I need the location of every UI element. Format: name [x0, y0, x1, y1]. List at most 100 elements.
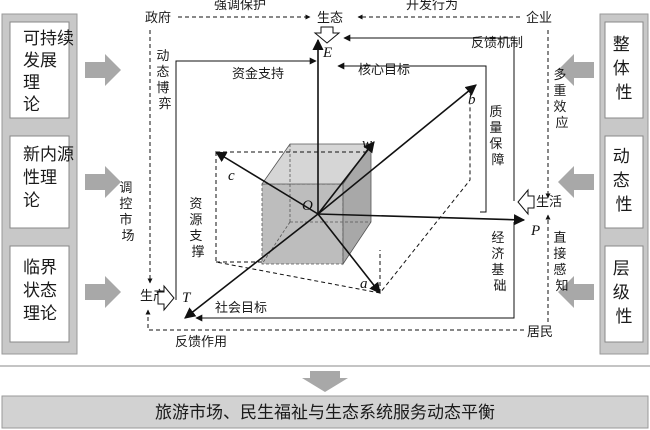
- svg-text:动 态 性: 动 态 性: [613, 147, 635, 215]
- ecology-hollow-arrow: [313, 26, 341, 44]
- me-c3: 效: [553, 100, 566, 115]
- arrow-feedback-mechanism: [343, 34, 515, 201]
- label-feedback-mechanism: 反馈机制: [471, 36, 523, 51]
- axis-label-b: b: [468, 92, 476, 108]
- property-box-integrity: 整 体 性: [604, 21, 644, 119]
- me-c1: 多: [553, 67, 566, 83]
- dg-c2: 态: [156, 65, 169, 80]
- qa-c3: 保: [489, 137, 502, 152]
- right-arrow-1: [558, 54, 594, 86]
- axis-label-O: O: [302, 198, 313, 214]
- arrow-capital-support: [175, 57, 317, 300]
- right-property-panel: 整 体 性 动 态 性 层 级 性: [599, 13, 649, 355]
- qa-c1: 质: [489, 105, 502, 120]
- property-3-c1: 层: [613, 259, 630, 279]
- theory-1-line2: 发展: [23, 51, 57, 71]
- label-resource-support: 资 源 支 撑: [189, 197, 206, 260]
- theory-box-sustainable: 可持续 发展 理 论: [9, 21, 79, 119]
- cube-hidden-edge-3: [261, 221, 291, 265]
- label-development-behavior: 开发行为: [406, 0, 458, 13]
- property-box-dynamic: 动 态 性: [604, 135, 644, 229]
- label-quality-assurance: 质 量 保 障: [489, 105, 506, 168]
- arrow-core-goal: [337, 62, 487, 213]
- theory-2-line3: 论: [23, 191, 40, 211]
- axis-label-c: c: [228, 168, 235, 184]
- dg-c3: 博: [156, 81, 169, 96]
- theory-1-line4: 论: [23, 95, 40, 115]
- theory-3-line3: 理论: [23, 304, 57, 324]
- bottom-banner-text: 旅游市场、民生福祉与生态系统服务动态平衡: [155, 403, 495, 423]
- svg-text:新内源 性理 论: 新内源 性理 论: [23, 145, 79, 211]
- label-life: 生活: [536, 195, 562, 210]
- cube-back-face: [261, 183, 344, 265]
- axis-label-P: P: [530, 223, 540, 239]
- qa-c4: 障: [491, 153, 504, 168]
- production-hollow-arrow: [157, 284, 175, 312]
- label-capital-support: 资金支持: [232, 66, 284, 82]
- axes: [184, 38, 526, 319]
- dp-c1: 直: [553, 231, 566, 246]
- theory-1-line3: 理: [23, 73, 40, 93]
- label-government: 政府: [145, 11, 171, 26]
- me-c4: 应: [555, 115, 568, 131]
- label-feedback-effect: 反馈作用: [175, 335, 227, 350]
- vector-b: [317, 84, 477, 215]
- cube: [261, 142, 372, 266]
- rm-c1: 调: [119, 181, 132, 196]
- axis-label-a: a: [360, 276, 368, 292]
- label-regulate-market: 调 控 市 场: [119, 181, 136, 244]
- property-1-c3: 性: [616, 83, 633, 103]
- life-hollow-arrow: [517, 188, 535, 216]
- dg-c4: 弈: [158, 96, 171, 112]
- property-3-c2: 级: [613, 283, 630, 303]
- theory-1-line1: 可持续: [23, 29, 74, 49]
- rm-c4: 场: [121, 229, 134, 244]
- label-multiple-effects: 多 重 效 应: [553, 67, 570, 131]
- axis-label-w: w: [362, 136, 372, 152]
- property-3-c3: 性: [616, 307, 633, 327]
- left-arrow-3: [85, 276, 121, 308]
- axis-T: [184, 213, 319, 319]
- property-2-c1: 动: [613, 147, 630, 167]
- ef-c1: 经: [491, 231, 504, 246]
- label-dynamic-game: 动 态 博 弈: [156, 49, 173, 112]
- left-theory-panel: 可持续 发展 理 论 新内源 性理 论 临界 状态 理论: [1, 13, 79, 355]
- left-arrows: [85, 54, 121, 308]
- ef-c2: 济: [491, 247, 504, 262]
- theory-3-line2: 状态: [23, 281, 57, 301]
- axis-label-E: E: [322, 45, 332, 61]
- svg-text:整 体 性: 整 体 性: [613, 35, 635, 103]
- theory-box-endogenous: 新内源 性理 论: [9, 135, 79, 229]
- right-arrow-3: [558, 276, 594, 308]
- bottom-down-arrow: [302, 371, 348, 392]
- left-arrow-1: [85, 54, 121, 86]
- arrow-social-goal: [195, 222, 515, 322]
- theory-3-line1: 临界: [23, 258, 57, 278]
- label-ecology: 生态: [317, 11, 343, 26]
- svg-text:临界 状态 理论: 临界 状态 理论: [23, 258, 62, 324]
- vector-a: [317, 213, 381, 294]
- label-social-goal: 社会目标: [215, 300, 267, 316]
- rs-c2: 源: [189, 213, 202, 228]
- label-direct-perception: 直 接 感 知: [553, 231, 570, 294]
- svg-text:层 级 性: 层 级 性: [613, 259, 635, 327]
- dp-c2: 接: [553, 246, 566, 262]
- vector-w: [317, 141, 375, 215]
- theory-2-line1: 新内源: [23, 145, 74, 165]
- rs-c4: 撑: [191, 245, 204, 260]
- vector-c: [215, 151, 319, 215]
- bottom-banner-box: [1, 395, 649, 429]
- dp-c4: 知: [555, 278, 568, 294]
- theory-2-line2: 性理: [23, 168, 57, 188]
- label-core-goal: 核心目标: [358, 63, 410, 78]
- property-1-c1: 整: [613, 35, 630, 55]
- rs-c1: 资: [189, 197, 202, 212]
- theory-box-critical: 临界 状态 理论: [9, 245, 70, 343]
- svg-text:可持续 发展 理: 可持续 发展 理 论: [23, 29, 79, 115]
- property-2-c2: 态: [613, 171, 630, 191]
- ef-c3: 基: [491, 263, 504, 278]
- rm-c3: 市: [119, 212, 132, 228]
- property-2-c3: 性: [616, 195, 633, 215]
- label-economic-foundation: 经 济 基 础: [491, 231, 508, 294]
